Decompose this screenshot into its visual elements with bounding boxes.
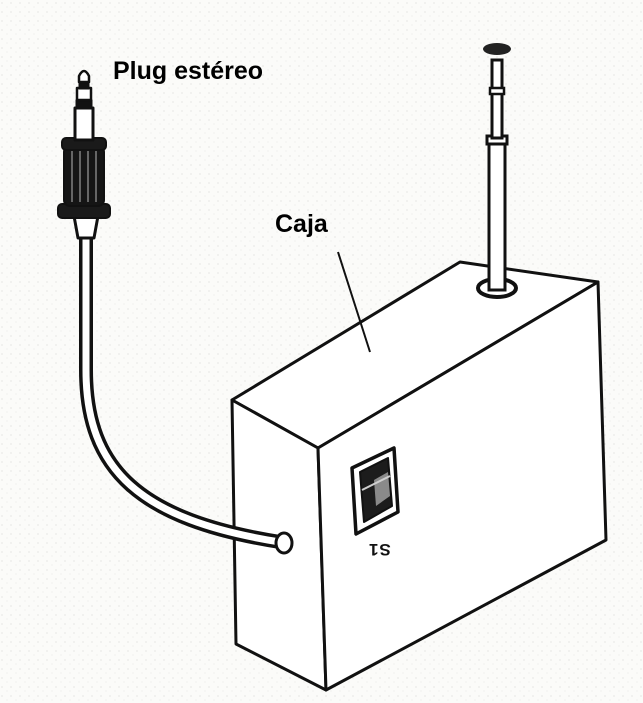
plug-grip — [63, 145, 105, 207]
plug-grip-ribs — [71, 150, 97, 202]
antenna-upper-segment — [490, 58, 504, 140]
antenna-lower-segment — [487, 138, 507, 292]
antenna-joint — [488, 86, 506, 96]
cable — [79, 225, 294, 555]
switch-label: S1 — [368, 540, 391, 559]
antenna — [476, 43, 518, 299]
plug-ring — [75, 86, 93, 102]
box-right-face — [316, 280, 608, 692]
switch-rocker-facet — [374, 472, 390, 506]
plug-strain-relief — [72, 214, 100, 240]
caja-leader-line — [337, 251, 371, 353]
rocker-switch-icon — [350, 446, 400, 536]
switch-rocker-ridge — [361, 475, 391, 491]
plug-sleeve — [73, 106, 95, 142]
plug-label: Plug estéreo — [113, 57, 264, 85]
cable-entry — [274, 531, 294, 555]
stereo-plug-icon — [57, 69, 111, 240]
box-label: Caja — [275, 210, 328, 238]
plug-tip — [77, 69, 91, 84]
cable-inner — [82, 228, 284, 546]
antenna-tip — [483, 43, 511, 55]
